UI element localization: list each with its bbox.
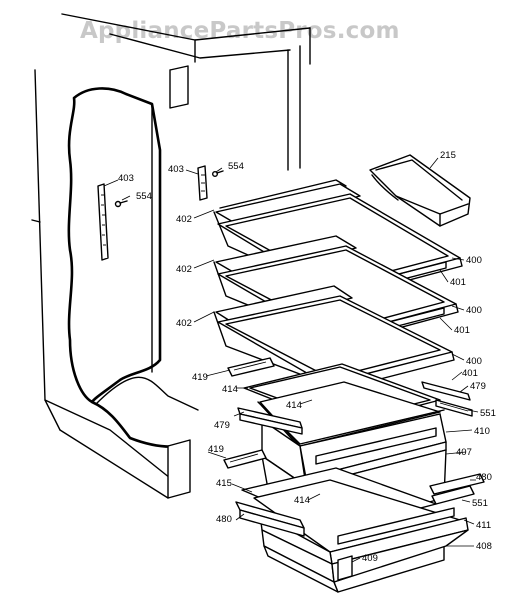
label-408: 408 [476, 541, 492, 552]
label-403-right: 403 [168, 164, 184, 175]
label-400-bottom: 400 [466, 356, 482, 367]
label-479-left: 479 [214, 420, 230, 431]
drawer-support-419-upper [227, 357, 275, 377]
shelf-bracket-left [97, 183, 128, 261]
label-554-left: 554 [136, 191, 152, 202]
label-419-lower: 419 [208, 444, 224, 455]
label-402-bottom: 402 [176, 318, 192, 329]
drawer-slide-479-right [421, 381, 473, 417]
label-411: 411 [476, 520, 491, 531]
label-414-lower: 414 [294, 495, 310, 506]
label-480-left: 480 [216, 514, 232, 525]
label-400-middle: 400 [466, 305, 482, 316]
label-403-left: 403 [118, 173, 134, 184]
label-401-top: 401 [450, 277, 466, 288]
cabinet-liner [31, 13, 311, 499]
label-400-top: 400 [466, 255, 482, 266]
drawer-slide-480-left [235, 501, 305, 537]
shelf-bracket-right [197, 165, 224, 201]
watermark-text: AppliancePartsPros.com [80, 18, 400, 44]
drawer-slide-480-right [429, 473, 485, 505]
label-401-middle: 401 [454, 325, 470, 336]
label-402-top: 402 [176, 214, 192, 225]
label-551-upper: 551 [480, 408, 496, 419]
part-number-labels: 403 554 403 554 215 402 402 402 400 401 … [118, 150, 496, 564]
label-415: 415 [216, 478, 232, 489]
label-414-upper: 414 [286, 400, 302, 411]
label-479-right: 479 [470, 381, 486, 392]
drawer-slide-479-left [237, 407, 303, 435]
label-554-right: 554 [228, 161, 244, 172]
glass-shelf-3 [213, 285, 455, 393]
door-bin-215 [369, 154, 471, 227]
label-480-right: 480 [476, 472, 492, 483]
label-407: 407 [456, 447, 472, 458]
label-414-left: 414 [222, 384, 238, 395]
drawer-support-419-lower [223, 449, 267, 469]
label-551-lower: 551 [472, 498, 488, 509]
leader-lines [103, 157, 479, 563]
label-409: 409 [362, 553, 378, 564]
label-215: 215 [440, 150, 456, 161]
label-419-upper: 419 [192, 372, 208, 383]
label-401-lower: 401 [462, 368, 478, 379]
label-410: 410 [474, 426, 490, 437]
label-402-middle: 402 [176, 264, 192, 275]
